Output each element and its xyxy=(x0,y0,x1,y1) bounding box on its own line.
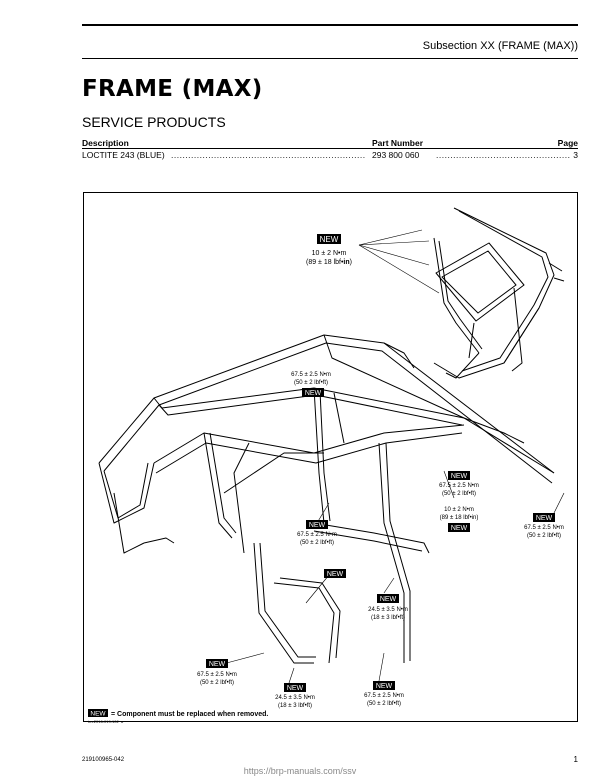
subsection-header: Subsection XX (FRAME (MAX)) xyxy=(422,40,578,52)
new-badge-text: NEW xyxy=(209,661,226,668)
new-badge-text: NEW xyxy=(327,571,344,578)
torque-label-imperial: (18 ± 3 lbf•ft) xyxy=(278,703,312,709)
header-rule xyxy=(82,58,578,59)
leader-dots-2: ........................................… xyxy=(436,150,570,160)
callout-leaders xyxy=(218,229,565,684)
torque-label-imperial: (50 ± 2 lbf•ft) xyxy=(294,380,328,386)
callout-6: NEW xyxy=(324,569,346,578)
callout-5: NEW 67.5 ± 2.5 N•m (50 ± 2 lbf•ft) xyxy=(297,520,337,546)
callout-1: 67.5 ± 2.5 N•m (50 ± 2 lbf•ft) NEW xyxy=(291,372,331,397)
new-badge-text: NEW xyxy=(376,683,393,690)
torque-label-imperial: (50 ± 2 lbf•ft) xyxy=(200,680,234,686)
col-header-page: Page xyxy=(557,138,578,148)
callout-top: NEW 10 ± 2 N•m (89 ± 18 lbf•in) xyxy=(306,234,352,266)
document-code: 219100965-042 xyxy=(82,757,125,763)
figure-legend: NEW = Component must be replaced when re… xyxy=(88,709,268,718)
new-badge-text: NEW xyxy=(287,685,304,692)
torque-label-imperial: (50 ± 2 lbf•ft) xyxy=(442,491,476,497)
col-header-description: Description xyxy=(82,138,129,148)
source-url[interactable]: https://brp-manuals.com/ssv xyxy=(243,766,357,776)
main-frame xyxy=(98,334,555,664)
new-badge xyxy=(284,683,306,692)
new-badge xyxy=(373,681,395,690)
roll-cage-inset xyxy=(433,207,565,379)
new-badge xyxy=(377,594,399,603)
legend-text: = Component must be replaced when remove… xyxy=(111,711,268,718)
new-badge-text: NEW xyxy=(305,390,322,397)
leader-dots: ........................................… xyxy=(171,150,365,160)
callout-10: NEW 67.5 ± 2.5 N•m (50 ± 2 lbf•ft) xyxy=(364,681,404,707)
row-part-number: 293 800 060 xyxy=(372,150,420,160)
figure-reference: tmr2016-019-102_a xyxy=(88,719,124,723)
col-header-part-number: Part Number xyxy=(372,138,424,148)
new-badge xyxy=(533,513,555,522)
new-badge xyxy=(302,388,324,397)
row-description: LOCTITE 243 (BLUE) xyxy=(82,150,165,160)
frame-illustration: NEW 10 ± 2 N•m (89 ± 18 lbf•in) 67.5 ± 2… xyxy=(83,192,578,724)
torque-label: 24.5 ± 3.5 N•m xyxy=(368,607,408,613)
new-badge-text: NEW xyxy=(320,235,339,244)
torque-label-imperial: (89 ± 18 lbf•in) xyxy=(306,259,352,266)
torque-label: 67.5 ± 2.5 N•m xyxy=(291,372,331,378)
torque-label-imperial: (50 ± 2 lbf•ft) xyxy=(527,533,561,539)
page-number: 1 xyxy=(573,755,578,764)
frame-drawing: NEW 10 ± 2 N•m (89 ± 18 lbf•in) 67.5 ± 2… xyxy=(88,207,565,724)
new-badge-text: NEW xyxy=(380,596,397,603)
new-badge xyxy=(206,659,228,668)
callout-2: NEW 67.5 ± 2.5 N•m (50 ± 2 lbf•ft) xyxy=(439,471,479,497)
torque-label-imperial: (50 ± 2 lbf•ft) xyxy=(300,540,334,546)
torque-label: 67.5 ± 2.5 N•m xyxy=(524,525,564,531)
torque-label-imperial: (89 ± 18 lbf•in) xyxy=(440,515,479,521)
torque-label-imperial: (18 ± 3 lbf•ft) xyxy=(371,615,405,621)
callout-8: NEW 67.5 ± 2.5 N•m (50 ± 2 lbf•ft) xyxy=(197,659,237,686)
new-badge xyxy=(88,709,108,717)
new-badge xyxy=(317,234,341,244)
new-badge xyxy=(324,569,346,578)
table-header-rule xyxy=(82,148,578,149)
top-rule xyxy=(82,24,578,26)
roll-cage-outline xyxy=(98,207,565,664)
new-badge-text: NEW xyxy=(90,711,106,718)
torque-label: 24.5 ± 3.5 N•m xyxy=(275,695,315,701)
callout-7: NEW 24.5 ± 3.5 N•m (18 ± 3 lbf•ft) xyxy=(368,594,408,621)
new-badge-text: NEW xyxy=(536,515,553,522)
section-heading: SERVICE PRODUCTS xyxy=(82,114,226,130)
new-badge-text: NEW xyxy=(309,522,326,529)
page-title: FRAME (MAX) xyxy=(82,76,263,102)
torque-label: 67.5 ± 2.5 N•m xyxy=(439,483,479,489)
new-badge xyxy=(448,523,470,532)
new-badge-text: NEW xyxy=(451,473,468,480)
callout-3: 10 ± 2 N•m (89 ± 18 lbf•in) NEW xyxy=(440,507,479,532)
torque-label: 10 ± 2 N•m xyxy=(444,507,474,513)
torque-label: 67.5 ± 2.5 N•m xyxy=(297,532,337,538)
callout-4: NEW 67.5 ± 2.5 N•m (50 ± 2 lbf•ft) xyxy=(524,513,564,539)
torque-label: 10 ± 2 N•m xyxy=(312,250,347,257)
torque-label: 67.5 ± 2.5 N•m xyxy=(197,672,237,678)
torque-label: 67.5 ± 2.5 N•m xyxy=(364,693,404,699)
row-page: 3 xyxy=(573,150,578,160)
callout-9: NEW 24.5 ± 3.5 N•m (18 ± 3 lbf•ft) xyxy=(275,683,315,709)
new-badge xyxy=(448,471,470,480)
torque-label-imperial: (50 ± 2 lbf•ft) xyxy=(367,701,401,707)
new-badge xyxy=(306,520,328,529)
new-badge-text: NEW xyxy=(451,525,468,532)
